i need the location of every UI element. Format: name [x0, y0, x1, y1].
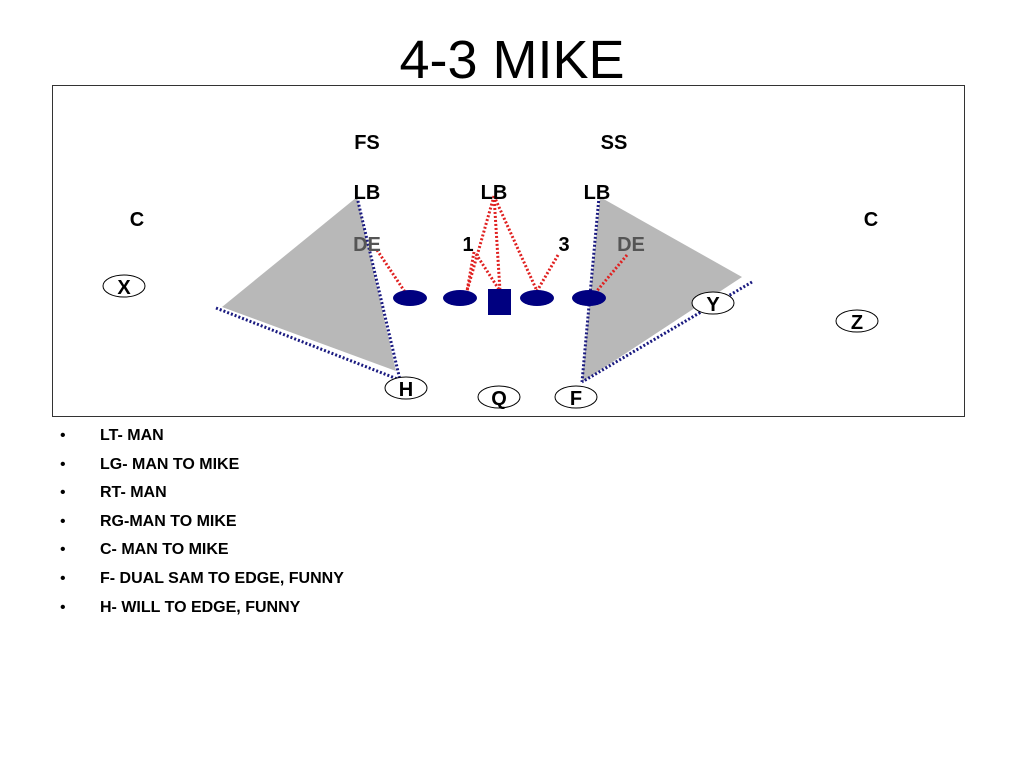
lg-to-mike-line — [465, 195, 496, 292]
list-item: LT- MAN — [56, 422, 344, 451]
f-label: F — [570, 388, 582, 410]
list-item: F- DUAL SAM TO EDGE, FUNNY — [56, 565, 344, 594]
z-label: Z — [851, 312, 863, 334]
sam-linebacker-label: LB — [584, 182, 611, 204]
x-oval — [102, 274, 146, 298]
skill-player-ovals — [102, 274, 879, 409]
right-de-label: DE — [617, 234, 645, 256]
y-label: Y — [706, 294, 720, 316]
rt-to-de-line — [594, 254, 629, 293]
q-oval — [477, 385, 521, 409]
slide-title: 4-3 MIKE — [399, 30, 625, 90]
y-oval — [691, 291, 735, 315]
list-item: RG-MAN TO MIKE — [56, 508, 344, 537]
lt-to-de-line — [375, 249, 407, 293]
strong-safety-label: SS — [601, 132, 628, 154]
right-edge-zone — [582, 197, 742, 382]
x-label: X — [117, 277, 131, 299]
h-edge-line-lb — [355, 196, 402, 381]
mike-linebacker-label: LB — [481, 182, 508, 204]
offensive-line — [393, 289, 606, 315]
h-label: H — [399, 379, 413, 401]
left-corner-label: C — [130, 209, 144, 231]
right-corner-label: C — [864, 209, 878, 231]
c-to-1-line — [474, 253, 502, 292]
h-oval — [384, 376, 428, 400]
right-guard — [520, 290, 554, 306]
one-technique-label: 1 — [462, 234, 473, 256]
left-tackle — [393, 290, 427, 306]
right-tackle — [572, 290, 606, 306]
z-oval — [835, 309, 879, 333]
field-border — [52, 85, 965, 417]
left-edge-zone — [222, 197, 396, 371]
list-item: RT- MAN — [56, 479, 344, 508]
list-item: LG- MAN TO MIKE — [56, 451, 344, 480]
left-guard — [443, 290, 477, 306]
three-technique-label: 3 — [558, 234, 569, 256]
rg-to-mike-line — [492, 195, 539, 292]
list-item: C- MAN TO MIKE — [56, 536, 344, 565]
c-to-mike-line — [492, 195, 502, 292]
assignment-list: LT- MAN LG- MAN TO MIKE RT- MAN RG-MAN T… — [56, 422, 344, 622]
will-linebacker-label: LB — [354, 182, 381, 204]
list-item: H- WILL TO EDGE, FUNNY — [56, 594, 344, 623]
left-de-label: DE — [353, 234, 381, 256]
f-edge-line-lb — [580, 196, 601, 383]
f-oval — [554, 385, 598, 409]
q-label: Q — [491, 388, 507, 410]
assignment-lines — [375, 195, 629, 293]
free-safety-label: FS — [354, 132, 380, 154]
center — [488, 289, 511, 315]
rg-to-3-line — [535, 254, 560, 292]
h-edge-line-outside — [215, 306, 401, 382]
